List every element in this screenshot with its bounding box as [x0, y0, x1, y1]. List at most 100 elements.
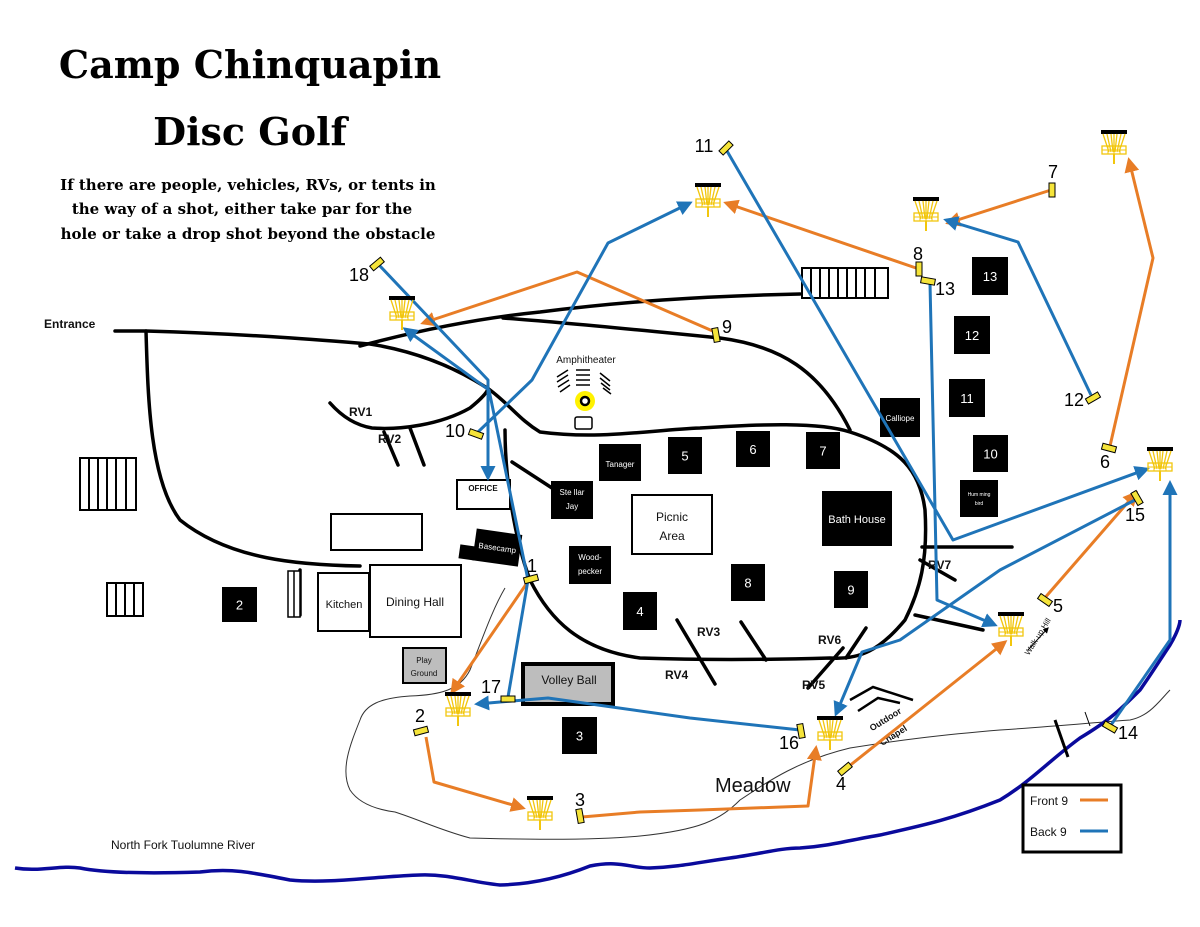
hole-number-12: 12	[1064, 390, 1084, 410]
fairway-hole-8	[723, 199, 917, 270]
tee-pad-hole-12	[1084, 391, 1102, 405]
cabin-7: 7	[806, 432, 840, 469]
tee-pad-hole-4	[837, 761, 853, 777]
volley-ball-court	[521, 662, 615, 706]
basket-icon	[816, 715, 844, 751]
hole-number-4: 4	[836, 774, 846, 794]
cabin-8: 8	[731, 564, 765, 601]
cabin-5: 5	[668, 437, 702, 474]
parking-lot-left	[79, 457, 137, 511]
office-label: OFFICE	[468, 484, 498, 493]
cabin-number: 10	[983, 447, 997, 462]
rv-site-label-1: RV1	[349, 405, 372, 419]
legend-back-nine-label: Back 9	[1030, 825, 1067, 839]
fairway-hole-7	[945, 188, 1052, 227]
fairway-hole-2	[424, 736, 526, 812]
tee-pad-hole-10	[467, 428, 485, 440]
cabin-6: 6	[736, 431, 770, 467]
tee-pad-hole-7	[1048, 182, 1056, 198]
hole-number-15: 15	[1125, 505, 1145, 525]
walk-up-hill-label: Walk up Hill	[1023, 616, 1053, 657]
cabin-9: 9	[834, 571, 868, 608]
fairway-hole-6	[1108, 157, 1155, 447]
stellar-jay-label-2: Jay	[566, 502, 578, 511]
cabin-number: 13	[983, 269, 997, 284]
hole-number-10: 10	[445, 421, 465, 441]
legend-front-nine-label: Front 9	[1030, 794, 1068, 808]
picnic-area-label-1: Picnic	[656, 510, 688, 524]
calliope-cabin: Calliope	[880, 398, 920, 437]
fairway-hole-17	[402, 327, 530, 698]
pool-structure	[330, 513, 423, 551]
stage-icon	[579, 395, 591, 407]
cabin-10: 10	[973, 435, 1008, 472]
basket-icon	[1146, 446, 1174, 482]
woodpecker-label-2: pecker	[578, 567, 602, 576]
tee-pad-hole-3	[575, 808, 585, 824]
hole-number-17: 17	[481, 677, 501, 697]
map-title-line-1: Camp Chinquapin	[59, 42, 441, 87]
fairway-hole-3	[581, 745, 822, 819]
fairway-hole-12	[943, 216, 1093, 396]
parking-lot-top	[801, 267, 889, 299]
meadow-label: Meadow	[715, 775, 791, 797]
play-ground-label-2: Ground	[411, 669, 438, 678]
footbridge	[1084, 711, 1091, 727]
hole-number-3: 3	[575, 790, 585, 810]
tees	[369, 140, 1144, 824]
play-ground-label-1: Play	[416, 656, 432, 665]
cabin-number: 9	[847, 583, 854, 598]
hole-number-6: 6	[1100, 452, 1110, 472]
cabin-2: 2	[222, 587, 257, 622]
hole-number-11: 11	[695, 136, 714, 156]
hole-number-5: 5	[1053, 596, 1063, 616]
hole-number-13: 13	[935, 279, 955, 299]
tee-pad-hole-8	[915, 261, 923, 277]
tee-pad-hole-15	[1130, 489, 1144, 507]
hummingbird-cabin: Hum ming bird	[960, 480, 998, 517]
picnic-area	[631, 494, 713, 555]
cabin-number: 3	[576, 729, 583, 744]
cabin-number: 5	[681, 449, 688, 464]
fairway-hole-1	[450, 582, 529, 695]
kitchen-label: Kitchen	[326, 599, 363, 611]
amphitheater-label: Amphitheater	[556, 355, 616, 366]
tanager-label: Tanager	[606, 460, 635, 469]
hole-number-9: 9	[722, 317, 732, 337]
office-building	[456, 479, 511, 510]
legend: Front 9 Back 9	[1021, 783, 1123, 854]
meadow-boundary	[345, 587, 1171, 840]
tee-pad-hole-11	[718, 140, 734, 156]
basket-icon	[444, 691, 472, 727]
amphitheater: Amphitheater	[556, 355, 616, 430]
bath-house-label: Bath House	[828, 514, 885, 526]
tee-pad-hole-1	[522, 573, 540, 585]
fairway-hole-9	[420, 270, 716, 334]
cabin-number: 6	[749, 442, 756, 457]
basket-icon	[997, 611, 1025, 647]
tee-pad-hole-2	[412, 725, 430, 737]
fairway-hole-10	[476, 201, 693, 434]
bleacher-structure	[287, 570, 301, 618]
fairway-hole-13	[928, 282, 998, 628]
cabin-12: 12	[954, 316, 990, 354]
kitchen-building	[317, 572, 370, 632]
cabin-3: 3	[562, 717, 597, 754]
rule-text-line-3: hole or take a drop shot beyond the obst…	[61, 225, 436, 243]
calliope-label: Calliope	[886, 414, 915, 423]
basket-icon	[388, 295, 416, 331]
cabin-number: 7	[819, 444, 826, 459]
hummingbird-label-2: bird	[975, 501, 984, 507]
fairway-hole-4	[847, 640, 1008, 769]
cabin-number: 8	[744, 576, 751, 591]
bath-house: Bath House	[822, 491, 892, 546]
rv-site-label-3: RV3	[697, 625, 720, 639]
cabin-4: 4	[623, 592, 657, 630]
dining-hall-building	[369, 564, 462, 638]
woodpecker-label-1: Wood-	[578, 553, 602, 562]
hummingbird-label-1: Hum ming	[968, 492, 991, 498]
